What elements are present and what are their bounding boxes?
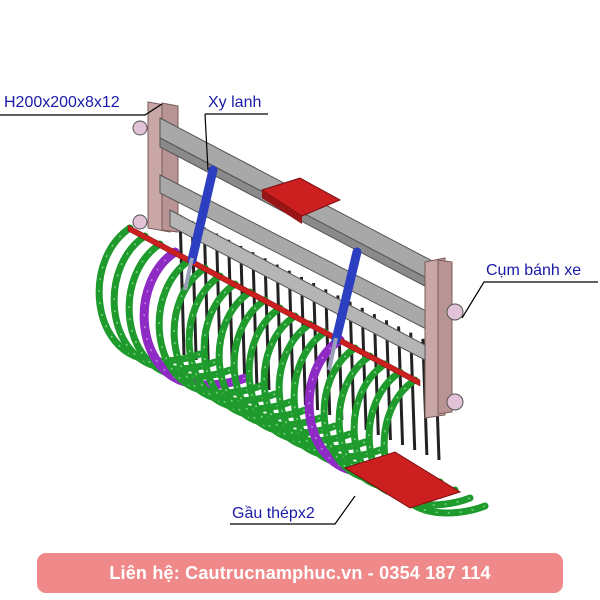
contact-text: Liên hệ: Cautrucnamphuc.vn - 0354 187 11…: [109, 562, 491, 583]
wheel-icon: [132, 120, 464, 411]
rake-tooth: [178, 214, 186, 356]
bucket-callout-label: Gầu thépx2: [232, 505, 315, 522]
callout-lines: [0, 103, 598, 525]
rake-tooth: [348, 301, 356, 426]
rake-tooth: [360, 307, 368, 431]
rake-tooth: [299, 276, 307, 406]
contact-banner: Liên hệ: Cautrucnamphuc.vn - 0354 187 11…: [37, 553, 563, 593]
bucket-lip: [127, 224, 421, 387]
wheel-assembly-callout-label: Cụm bánh xe: [486, 262, 582, 279]
cylinder-callout-label: Xy lanh: [208, 94, 262, 111]
rake-tooth: [251, 252, 259, 386]
rake-tooth: [239, 245, 247, 381]
rake-tooth: [312, 283, 320, 411]
bucket-bottom-plate: [343, 451, 462, 509]
beam-callout-label: H200x200x8x12: [4, 94, 120, 111]
red-plate-side: [262, 190, 302, 224]
hydraulic-cylinder: [183, 165, 362, 371]
